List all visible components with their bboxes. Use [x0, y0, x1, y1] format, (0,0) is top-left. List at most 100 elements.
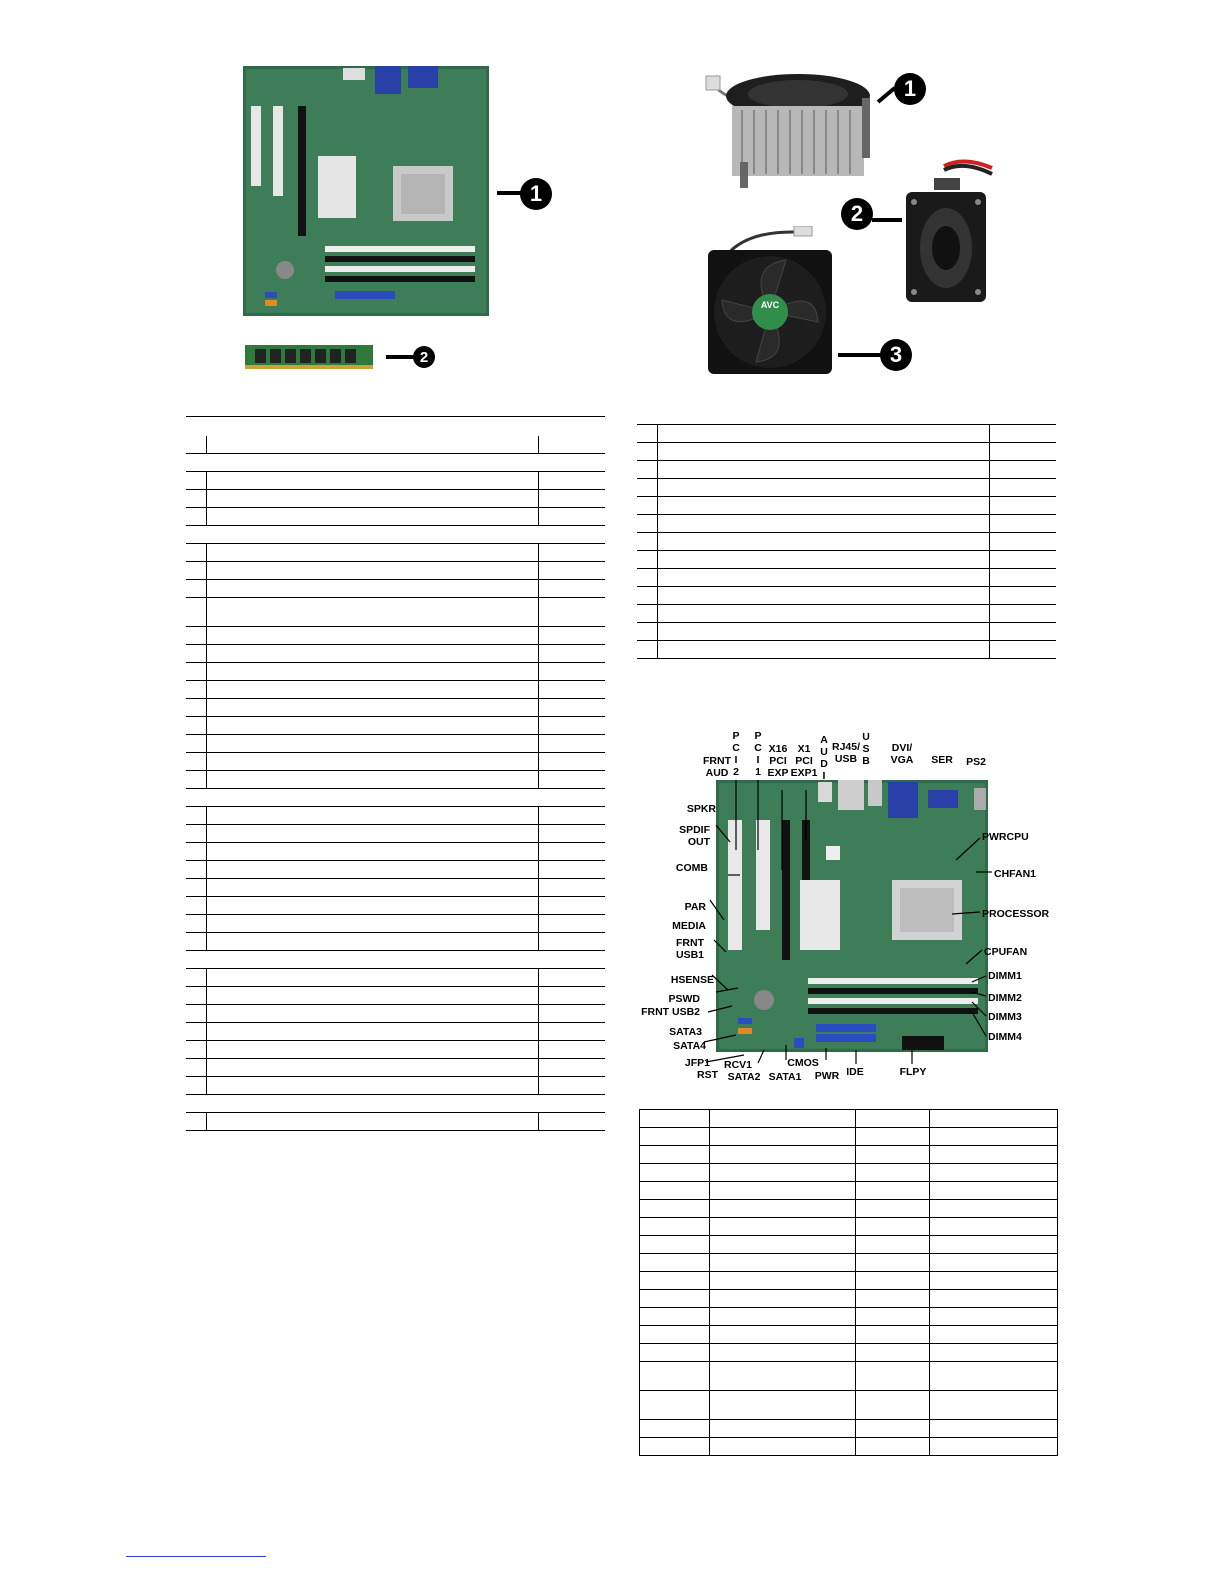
table-row — [186, 561, 605, 580]
label-pwr: PWR — [814, 1070, 840, 1082]
label-frnt-usb2: FRNT USB2 — [641, 1006, 700, 1018]
callout-1-badge: 1 — [520, 178, 552, 210]
table-row — [186, 698, 605, 717]
label-spkr: SPKR — [686, 803, 716, 815]
table-row — [639, 1235, 1058, 1254]
table-row — [639, 1361, 1058, 1391]
table-row — [639, 1253, 1058, 1272]
section-row — [186, 788, 605, 807]
chassis-fan-photo: AVC — [706, 226, 834, 376]
table-row — [186, 680, 605, 699]
label-par: PAR — [684, 901, 706, 913]
table-row — [186, 806, 605, 825]
fan-brand-label: AVC — [761, 300, 780, 310]
table-row — [186, 1040, 605, 1059]
label-chfan1: CHFAN1 — [994, 868, 1037, 880]
footer-link-underline[interactable] — [126, 1556, 266, 1557]
label-pswd: PSWD — [668, 993, 701, 1005]
parts-table-left-top-rule — [186, 416, 605, 417]
label-cmos: CMOS — [787, 1057, 819, 1069]
table-row — [639, 1199, 1058, 1218]
speaker-photo — [904, 156, 994, 304]
table-row — [186, 896, 605, 915]
table-row — [639, 1271, 1058, 1290]
table-row — [186, 878, 605, 897]
table-row — [186, 507, 605, 526]
table-row — [186, 626, 605, 645]
system-board-photo — [716, 780, 988, 1052]
table-row — [637, 424, 1056, 443]
table-row — [186, 436, 605, 454]
callout-1b-badge: 1 — [894, 73, 926, 105]
table-row — [186, 914, 605, 933]
table-row — [186, 543, 605, 562]
section-row — [186, 525, 605, 544]
table-row — [637, 568, 1056, 587]
callout-3-badge: 3 — [880, 339, 912, 371]
callout-2b-line — [872, 218, 902, 222]
table-row — [186, 842, 605, 861]
label-jfp1: JFP1 — [684, 1057, 710, 1069]
table-row — [639, 1343, 1058, 1362]
label-comb: COMB — [675, 862, 708, 874]
label-x16-pci-exp: X16 PCI EXP — [767, 743, 789, 779]
label-usb: U S B — [862, 731, 870, 767]
table-row — [639, 1307, 1058, 1326]
label-pci2: P C I 2 — [732, 730, 740, 778]
parts-table-right — [637, 424, 1056, 659]
label-sata3: SATA3 — [669, 1026, 702, 1038]
label-rcv1: RCV1 — [723, 1059, 752, 1071]
label-x1-pci-exp1: X1 PCI EXP1 — [790, 743, 818, 779]
section-row — [186, 1094, 605, 1113]
table-row — [186, 579, 605, 598]
table-row — [186, 968, 605, 987]
table-row — [186, 770, 605, 789]
table-row — [639, 1109, 1058, 1128]
label-pci1: P C I 1 — [754, 730, 762, 778]
label-dimm4: DIMM4 — [988, 1031, 1022, 1043]
table-row — [186, 734, 605, 753]
table-row — [186, 1022, 605, 1041]
table-row — [186, 644, 605, 663]
table-row — [186, 662, 605, 681]
table-row — [639, 1325, 1058, 1344]
table-row — [186, 1076, 605, 1095]
table-row — [186, 471, 605, 490]
section-row — [186, 453, 605, 472]
label-dvi-vga: DVI/ VGA — [890, 742, 914, 766]
table-row — [186, 986, 605, 1005]
label-processor: PROCESSOR — [982, 908, 1050, 920]
table-row — [186, 1058, 605, 1077]
label-hsense: HSENSE — [670, 974, 714, 986]
memory-module-photo — [245, 342, 373, 372]
table-row — [186, 597, 605, 627]
label-sata4: SATA4 — [673, 1040, 706, 1052]
label-dimm3: DIMM3 — [988, 1011, 1022, 1023]
table-row — [639, 1163, 1058, 1182]
table-row — [639, 1145, 1058, 1164]
table-row — [186, 489, 605, 508]
parts-table-left — [186, 436, 605, 1131]
table-row — [186, 1004, 605, 1023]
table-row — [186, 716, 605, 735]
table-row — [639, 1419, 1058, 1438]
table-row — [639, 1437, 1058, 1456]
label-flpy: FLPY — [899, 1066, 927, 1078]
callout-2b-badge: 2 — [841, 198, 873, 230]
table-row — [186, 824, 605, 843]
table-row — [186, 752, 605, 771]
table-row — [637, 550, 1056, 569]
table-row — [639, 1289, 1058, 1308]
label-sata1: SATA1 — [768, 1071, 802, 1083]
table-row — [639, 1127, 1058, 1146]
label-ser: SER — [931, 754, 953, 766]
label-dimm1: DIMM1 — [988, 970, 1022, 982]
table-row — [637, 496, 1056, 515]
component-table — [639, 1109, 1058, 1456]
label-cpufan: CPUFAN — [984, 946, 1028, 958]
label-ide: IDE — [846, 1066, 864, 1078]
motherboard-photo — [243, 66, 489, 316]
table-row — [637, 532, 1056, 551]
callout-1-line — [497, 191, 523, 195]
label-ps2: PS2 — [966, 756, 986, 768]
